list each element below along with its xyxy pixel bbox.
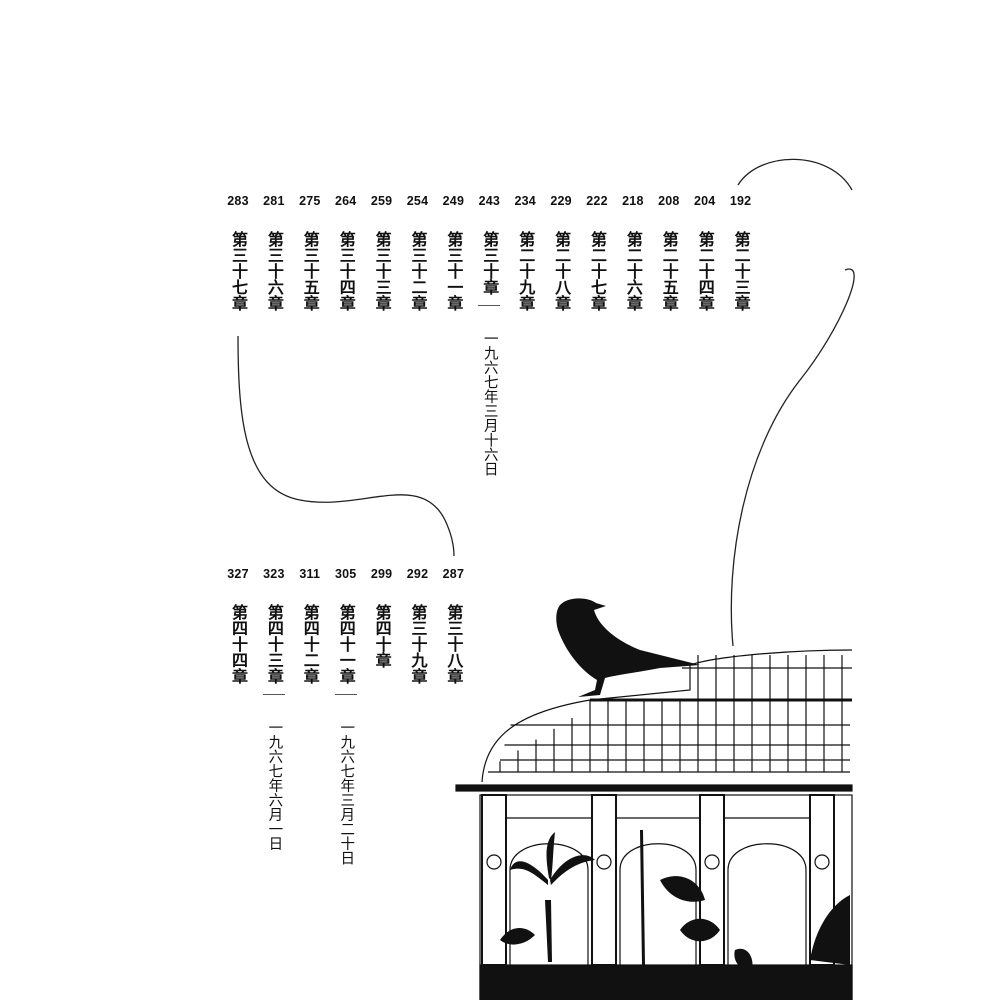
toc-entry[interactable]: 299 第四十章 <box>364 566 400 668</box>
toc-entry[interactable]: 281 第三十六章 <box>256 193 292 311</box>
page-number: 218 <box>622 194 644 208</box>
page-number: 208 <box>658 194 680 208</box>
toc-entry[interactable]: 264 第三十四章 <box>328 193 364 311</box>
page-number: 254 <box>406 194 429 208</box>
chapter-title: 第三十章 <box>480 231 500 295</box>
curve-line-right <box>730 158 855 647</box>
page-number: 264 <box>334 194 357 208</box>
chapter-title: 第二十三章 <box>731 231 751 311</box>
chapter-title: 第三十五章 <box>300 231 320 311</box>
page-number: 283 <box>227 194 249 208</box>
plant-icons <box>500 830 850 971</box>
chapter-title: 第三十一章 <box>444 231 464 311</box>
page-number: 275 <box>299 194 321 208</box>
page-number: 299 <box>370 567 393 581</box>
crow-icon <box>556 598 700 697</box>
page-number: 305 <box>334 567 357 581</box>
toc-entry[interactable]: 192 第二十三章 <box>723 193 759 311</box>
chapter-date: 一九六七年三月二十日 <box>338 720 355 865</box>
divider <box>478 305 501 306</box>
chapter-title: 第三十六章 <box>264 231 284 311</box>
divider <box>334 694 357 695</box>
chapter-title: 第三十八章 <box>444 604 464 684</box>
page-number: 222 <box>586 194 608 208</box>
toc-entry[interactable]: 311 第四十二章 <box>292 566 328 684</box>
toc-entry[interactable]: 327 第四十四章 <box>220 566 256 684</box>
chapter-title: 第二十七章 <box>588 231 607 311</box>
page-number: 234 <box>514 194 536 208</box>
page-number: 292 <box>406 567 429 581</box>
toc-entry[interactable]: 287 第三十八章 <box>435 566 471 684</box>
chapter-title: 第二十六章 <box>623 231 643 311</box>
toc-entry[interactable]: 204 第二十四章 <box>687 193 723 311</box>
toc-entry[interactable]: 234 第二十九章 <box>507 193 543 311</box>
chapter-title: 第三十三章 <box>372 231 392 311</box>
toc-entry[interactable]: 218 第二十六章 <box>615 193 651 311</box>
chapter-title: 第二十八章 <box>552 231 572 311</box>
toc-entry[interactable]: 254 第三十二章 <box>400 193 436 311</box>
chapter-title: 第三十四章 <box>336 231 356 311</box>
chapter-date: 一九六七年六月一日 <box>266 720 283 851</box>
chapter-title: 第三十七章 <box>229 231 248 311</box>
chapter-title: 第四十二章 <box>300 604 320 684</box>
toc-entry[interactable]: 243 第三十章 一九六七年三月十六日 <box>471 193 507 476</box>
toc-entry[interactable]: 229 第二十八章 <box>543 193 579 311</box>
toc-entry[interactable]: 292 第三十九章 <box>400 566 436 684</box>
curve-line-left <box>237 335 455 557</box>
chapter-title: 第三十二章 <box>408 231 428 311</box>
chapter-title: 第四十四章 <box>229 604 248 684</box>
page-number: 327 <box>227 567 249 581</box>
greenhouse-icon <box>455 649 853 1000</box>
page-number: 311 <box>299 567 321 581</box>
divider <box>262 694 285 695</box>
chapter-title: 第二十九章 <box>516 231 536 311</box>
chapter-title: 第二十五章 <box>659 231 679 311</box>
page-number: 287 <box>442 567 465 581</box>
page-number: 243 <box>478 194 501 208</box>
toc-entry[interactable]: 259 第三十三章 <box>364 193 400 311</box>
page-number: 192 <box>729 194 752 208</box>
chapter-date: 一九六七年三月十六日 <box>481 331 498 476</box>
toc-entry[interactable]: 305 第四十一章 一九六七年三月二十日 <box>328 566 364 865</box>
toc-entry[interactable]: 283 第三十七章 <box>220 193 256 311</box>
chapter-title: 第四十一章 <box>336 604 356 684</box>
page-number: 259 <box>370 194 393 208</box>
chapter-title: 第二十四章 <box>695 231 715 311</box>
page-number: 229 <box>550 194 572 208</box>
toc-entry[interactable]: 275 第三十五章 <box>292 193 328 311</box>
page-number: 204 <box>693 194 716 208</box>
chapter-title: 第四十章 <box>372 604 392 668</box>
toc-entry[interactable]: 222 第二十七章 <box>579 193 615 311</box>
toc-entry[interactable]: 208 第二十五章 <box>651 193 687 311</box>
toc-entry[interactable]: 323 第四十三章 一九六七年六月一日 <box>256 566 292 851</box>
toc-entry[interactable]: 249 第三十一章 <box>435 193 471 311</box>
page-number: 323 <box>263 567 285 581</box>
page-number: 249 <box>442 194 465 208</box>
page-number: 281 <box>263 194 285 208</box>
chapter-title: 第四十三章 <box>264 604 284 684</box>
chapter-title: 第三十九章 <box>408 604 428 684</box>
